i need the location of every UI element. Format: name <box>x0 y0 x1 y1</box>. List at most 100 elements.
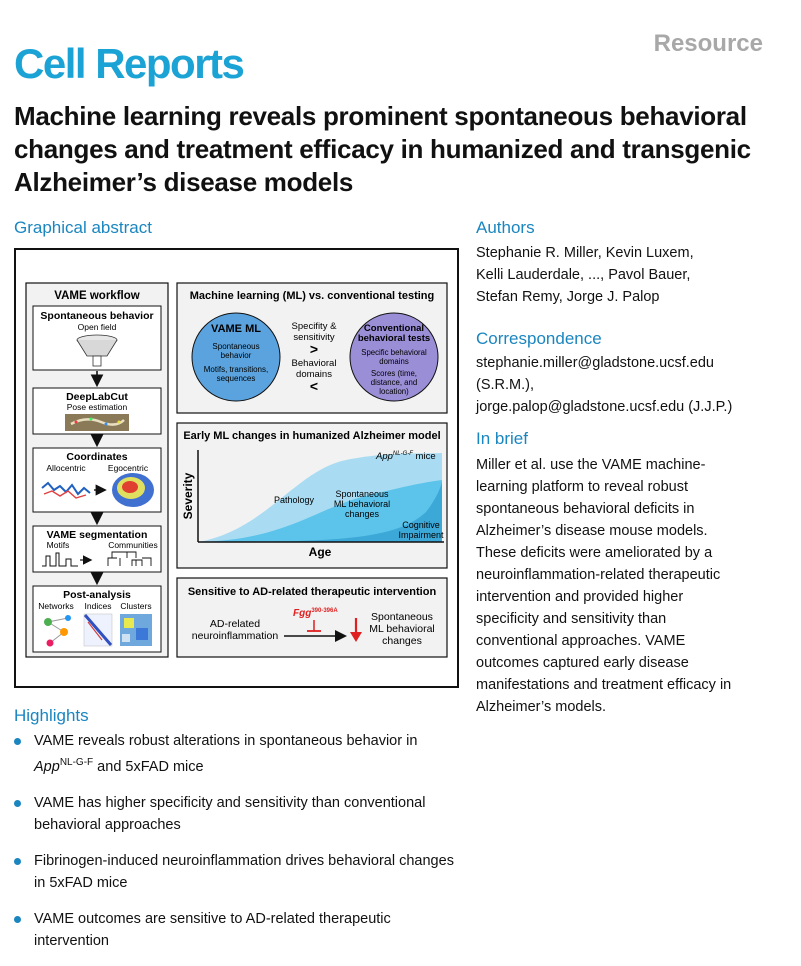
highlight-item: Fibrinogen-induced neuroinflammation dri… <box>14 850 464 894</box>
conv-line5: location) <box>379 387 409 396</box>
bullet-icon <box>14 738 21 745</box>
step4-sub-left: Motifs <box>47 540 70 550</box>
step1-sub: Open field <box>78 322 117 332</box>
conv-line2: domains <box>379 357 409 366</box>
conv-title1: Conventional <box>364 323 424 334</box>
early-ml-title: Early ML changes in humanized Alzheimer … <box>183 430 440 442</box>
mid-line4: domains <box>296 369 332 380</box>
highlight-item: VAME reveals robust alterations in spont… <box>14 730 464 778</box>
in-brief-line: intervention and provided higher <box>476 589 684 605</box>
highlight-item: VAME outcomes are sensitive to AD-relate… <box>14 908 464 952</box>
allocentric-trace <box>41 481 91 499</box>
graphical-abstract-figure: VAME workflow Spontaneous behavior Open … <box>25 282 448 658</box>
in-brief-line: conventional approaches. VAME <box>476 633 686 649</box>
step3-sub-left: Allocentric <box>46 463 86 473</box>
email-link-palop[interactable]: jorge.palop@gladstone.ucsf.edu (J.J.P.) <box>476 399 733 415</box>
mid-line2: sensitivity <box>293 332 334 343</box>
journal-name: Cell Reports <box>14 40 245 87</box>
mid-line1: Specifity & <box>292 321 338 332</box>
fgg-label: Fgg390-396A <box>293 608 338 619</box>
step5-title: Post-analysis <box>63 589 131 601</box>
mid-lt: < <box>310 378 318 394</box>
step5-sub-right: Clusters <box>120 601 151 611</box>
step3-title: Coordinates <box>66 451 127 463</box>
pathology-label: Pathology <box>274 495 315 505</box>
motifs-trace <box>42 552 78 567</box>
authors-line: Kelli Lauderdale, ..., Pavol Bauer, <box>476 267 691 283</box>
conventional-tests-circle <box>349 312 439 402</box>
correspondence-heading: Correspondence <box>476 329 602 348</box>
bullet-icon <box>14 915 21 923</box>
step4-title: VAME segmentation <box>47 529 148 541</box>
cognitive-impairment-area <box>198 482 442 542</box>
step5-sub-left: Networks <box>38 601 73 611</box>
in-brief-line: outcomes captured early disease <box>476 655 689 671</box>
indices-matrix <box>83 613 113 647</box>
sensitive-title: Sensitive to AD-related therapeutic inte… <box>188 586 437 598</box>
network-graph <box>44 615 71 647</box>
graphical-abstract: VAME workflow Spontaneous behavior Open … <box>14 248 459 688</box>
authors-list: Stephanie R. Miller, Kevin Luxem, Kelli … <box>476 242 694 308</box>
correspondence-block: stephanie.miller@gladstone.ucsf.edu (S.R… <box>476 352 732 418</box>
ml-label2: ML behavioral <box>334 499 390 509</box>
in-brief-text: Miller et al. use the VAME machine- lear… <box>476 454 731 718</box>
conv-line1: Specific behavioral <box>361 348 427 357</box>
highlights-heading: Highlights <box>14 706 89 725</box>
in-brief-line: learning platform to reveal robust <box>476 479 688 495</box>
communities-dendrogram <box>107 551 152 566</box>
step5-sub-mid: Indices <box>85 601 112 611</box>
spontaneous-label2: ML behavioral <box>369 623 435 635</box>
open-field-icon <box>76 334 118 367</box>
article-type-label: Resource <box>653 30 763 57</box>
vame-ml-title: VAME ML <box>211 323 261 335</box>
graphical-abstract-heading: Graphical abstract <box>14 218 152 237</box>
step4-sub-right: Communities <box>108 540 158 550</box>
authors-line: Stephanie R. Miller, Kevin Luxem, <box>476 245 694 261</box>
egocentric-heatmap <box>112 473 154 507</box>
workflow-title: VAME workflow <box>54 290 139 302</box>
step2-sub: Pose estimation <box>67 402 128 412</box>
ad-related-label1: AD-related <box>210 618 260 630</box>
bullet-icon <box>14 857 21 865</box>
y-axis-label: Severity <box>181 472 195 519</box>
in-brief-line: neuroinflammation-related therapeutic <box>476 567 721 583</box>
clusters-heatmap <box>120 614 152 646</box>
ml-label1: Spontaneous <box>335 489 389 499</box>
spontaneous-label3: changes <box>382 635 422 647</box>
pathology-area <box>198 480 442 542</box>
in-brief-line: Alzheimer’s disease mouse models. <box>476 523 708 539</box>
decrease-arrow-icon <box>350 618 362 642</box>
email-link-miller[interactable]: stephanie.miller@gladstone.ucsf.edu <box>476 355 714 371</box>
ad-related-label2: neuroinflammation <box>192 630 279 642</box>
spontaneous-label1: Spontaneous <box>371 611 433 623</box>
mid-line3: Behavioral <box>292 358 337 369</box>
app-mouse-label: AppNL-G-F mice <box>375 451 436 462</box>
cognitive-label2: Impairment <box>398 530 444 540</box>
authors-heading: Authors <box>476 218 535 237</box>
highlights-list: VAME reveals robust alterations in spont… <box>14 730 464 966</box>
workflow-step-segmentation <box>32 525 162 573</box>
conv-title2: behavioral tests <box>358 333 430 344</box>
vame-ml-circle <box>191 312 281 402</box>
bullet-icon <box>14 799 21 807</box>
authors-line: Stefan Remy, Jorge J. Palop <box>476 289 660 305</box>
in-brief-line: spontaneous behavioral deficits in <box>476 501 695 517</box>
sensitive-panel <box>176 577 448 658</box>
conv-line4: distance, and <box>371 378 417 387</box>
in-brief-line: Alzheimer’s models. <box>476 699 607 715</box>
conv-line3: Scores (time, <box>371 369 417 378</box>
in-brief-line: These deficits were ameliorated by a <box>476 545 713 561</box>
vame-ml-line4: sequences <box>217 374 256 383</box>
article-title: Machine learning reveals prominent spont… <box>14 101 751 197</box>
x-axis-label: Age <box>309 545 332 559</box>
ml-label3: changes <box>345 509 380 519</box>
in-brief-line: Miller et al. use the VAME machine- <box>476 457 706 473</box>
step1-title: Spontaneous behavior <box>40 310 153 322</box>
vame-ml-line3: Motifs, transitions, <box>204 365 268 374</box>
in-brief-line: specificity and sensitivity than <box>476 611 667 627</box>
step2-title: DeepLabCut <box>66 391 128 403</box>
in-brief-heading: In brief <box>476 429 528 448</box>
vame-ml-line1: Spontaneous <box>212 342 259 351</box>
mid-gt: > <box>310 341 318 357</box>
step3-sub-right: Egocentric <box>108 463 149 473</box>
